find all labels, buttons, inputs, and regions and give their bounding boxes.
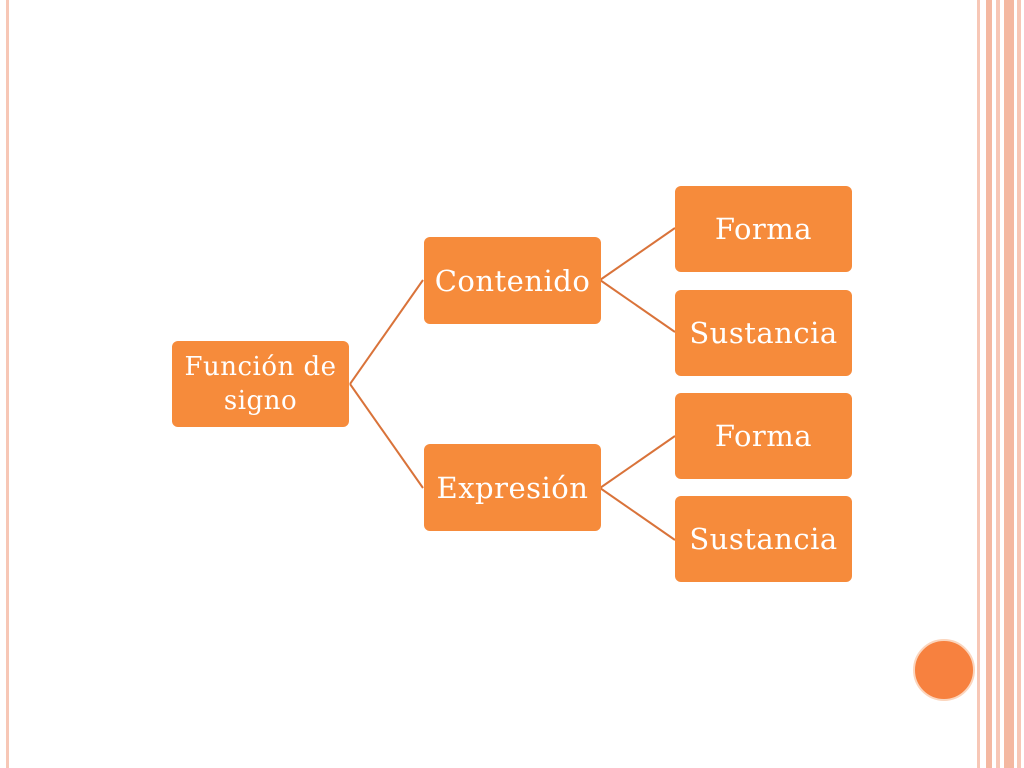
leaf-node-label: Forma (714, 419, 813, 453)
connector-root-contenido (349, 279, 424, 385)
connector-expresion-sustancia (599, 487, 676, 541)
right-frame-stripe-1 (977, 0, 980, 768)
right-frame-stripe-2 (986, 0, 992, 768)
root-node-label: Función de signo (184, 352, 337, 416)
connector-expresion-forma (599, 435, 676, 489)
branch-node-label: Expresión (436, 470, 589, 505)
connector-contenido-forma (599, 227, 676, 281)
leaf-node-contenido-forma: Forma (675, 186, 852, 272)
leaf-node-expresion-forma: Forma (675, 393, 852, 479)
branch-node-expresion: Expresión (424, 444, 601, 531)
right-frame-stripe-4 (1004, 0, 1014, 768)
branch-node-label: Contenido (434, 263, 591, 298)
leaf-node-label: Sustancia (689, 522, 838, 556)
root-node: Función de signo (172, 341, 349, 427)
decorative-circle (913, 639, 975, 701)
left-frame-stripe (6, 0, 9, 768)
right-frame-stripe-3 (996, 0, 1000, 768)
leaf-node-label: Sustancia (689, 316, 838, 350)
leaf-node-contenido-sustancia: Sustancia (675, 290, 852, 376)
branch-node-contenido: Contenido (424, 237, 601, 324)
connector-contenido-sustancia (599, 279, 676, 333)
leaf-node-expresion-sustancia: Sustancia (675, 496, 852, 582)
right-frame-stripe-5 (1017, 0, 1021, 768)
leaf-node-label: Forma (714, 212, 813, 246)
connector-root-expresion (349, 383, 424, 489)
